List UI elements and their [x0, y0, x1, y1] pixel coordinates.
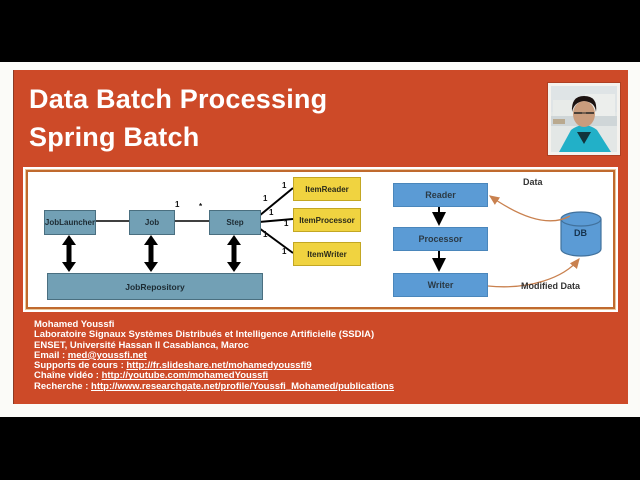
title-line-2: Spring Batch — [29, 122, 200, 152]
job-box: Job — [129, 210, 175, 235]
diagram-panel: JobLauncher Job Step JobRepository ItemR… — [23, 167, 618, 312]
jobrepository-label: JobRepository — [125, 281, 185, 292]
data-flow-label: Data — [523, 177, 543, 187]
job-repository-arrow — [144, 235, 158, 272]
step-box: Step — [209, 210, 261, 235]
presenter-photo — [548, 83, 620, 155]
slide-background: Data Batch Processing Spring Batch — [0, 62, 640, 417]
youtube-line: Chaîne vidéo : http://youtube.com/mohame… — [34, 370, 269, 382]
itemprocessor-box: ItemProcessor — [293, 208, 361, 232]
email-line: Email : med@youssfi.net — [34, 349, 147, 361]
itemwriter-label: ItemWriter — [307, 249, 347, 259]
joblauncher-label: JobLauncher — [44, 218, 96, 227]
writer-to-db-arrow — [487, 257, 580, 288]
slideshare-link[interactable]: http://fr.slideshare.net/mohamedyoussfi9 — [126, 360, 312, 372]
db-cylinder — [560, 211, 602, 257]
researchgate-line: Recherche : http://www.researchgate.net/… — [34, 380, 395, 392]
slideshare-line: Supports de cours : http://fr.slideshare… — [34, 360, 312, 372]
step-label: Step — [226, 218, 244, 227]
joblauncher-repository-arrow — [62, 235, 76, 272]
slide-title: Data Batch Processing Spring Batch — [29, 80, 327, 156]
step-itemwriter-line — [258, 227, 294, 254]
title-line-1: Data Batch Processing — [29, 84, 328, 114]
multiplicity-one: 1 — [263, 194, 268, 203]
diagram-connectors — [62, 187, 602, 288]
multiplicity-one: 1 — [263, 230, 268, 239]
reader-label: Reader — [425, 190, 456, 200]
db-to-reader-arrow — [488, 195, 571, 222]
researchgate-link[interactable]: http://www.researchgate.net/profile/Yous… — [91, 380, 395, 392]
itemreader-label: ItemReader — [305, 184, 349, 194]
author-name: Mohamed Youssfi — [34, 319, 115, 330]
joblauncher-box: JobLauncher — [44, 210, 96, 235]
youtube-link[interactable]: http://youtube.com/mohamedYoussfi — [101, 370, 269, 382]
itemreader-box: ItemReader — [293, 177, 361, 201]
email-link[interactable]: med@youssfi.net — [67, 349, 147, 361]
presenter-photo-image — [551, 86, 617, 152]
multiplicity-one: 1 — [282, 181, 287, 190]
processor-label: Processor — [418, 234, 463, 244]
multiplicity-one: 1 — [284, 219, 289, 228]
multiplicity-many: * — [199, 202, 203, 211]
modified-data-flow-label: Modified Data — [521, 281, 581, 291]
multiplicity-one: 1 — [269, 208, 274, 217]
itemwriter-box: ItemWriter — [293, 242, 361, 266]
db-label: DB — [574, 228, 587, 238]
multiplicity-one: 1 — [175, 200, 180, 209]
author-university: ENSET, Université Hassan II Casablanca, … — [34, 339, 249, 351]
letterbox-bottom — [0, 417, 640, 480]
letterbox-top — [0, 0, 640, 62]
step-itemprocessor-line — [258, 218, 294, 223]
itemprocessor-label: ItemProcessor — [299, 215, 355, 225]
multiplicity-one: 1 — [282, 247, 287, 256]
slide: Data Batch Processing Spring Batch — [13, 70, 628, 404]
author-lab: Laboratoire Signaux Systèmes Distribués … — [34, 329, 375, 341]
writer-box: Writer — [393, 273, 488, 297]
jobrepository-box: JobRepository — [47, 273, 263, 300]
writer-label: Writer — [427, 280, 454, 290]
author-info: Mohamed Youssfi Laboratoire Signaux Syst… — [34, 319, 395, 392]
reader-box: Reader — [393, 183, 488, 207]
step-itemreader-line — [258, 187, 294, 217]
step-repository-arrow — [227, 235, 241, 272]
processor-box: Processor — [393, 227, 488, 251]
job-label: Job — [144, 218, 160, 227]
